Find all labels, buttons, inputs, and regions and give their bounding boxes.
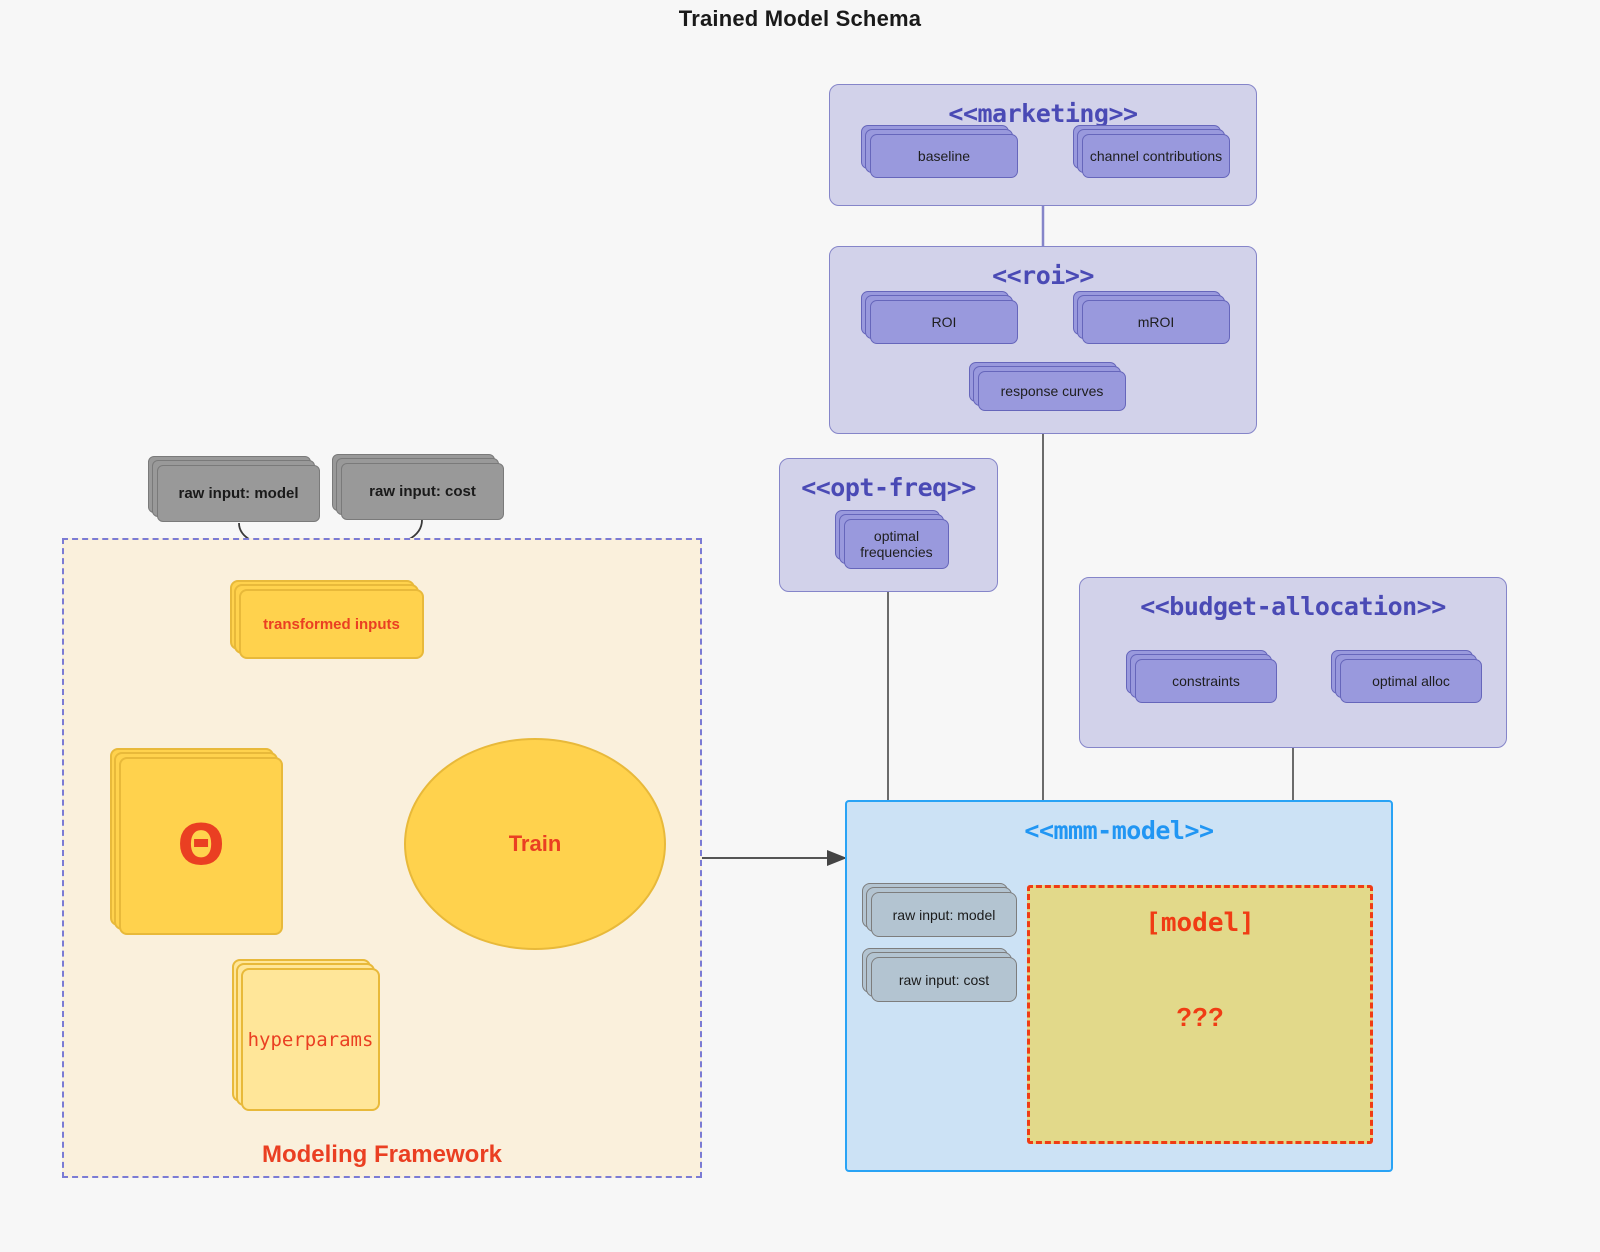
model-placeholder-unknown: ???	[1176, 1002, 1224, 1032]
node-label: optimal alloc	[1372, 672, 1450, 689]
node-front: channel contributions	[1082, 134, 1230, 178]
node-front: raw input: cost	[341, 463, 504, 520]
node-label: channel contributions	[1089, 147, 1223, 164]
node-front: raw input: cost	[871, 957, 1017, 1002]
node-hyperparams[interactable]: hyperparams	[232, 959, 380, 1111]
package-budget-allocation-title: <<budget-allocation>>	[1140, 592, 1446, 621]
node-front: raw input: model	[157, 465, 320, 522]
node-label: raw input: model	[892, 906, 996, 923]
node-channel-contributions[interactable]: channel contributions	[1073, 125, 1230, 178]
node-label: mROI	[1137, 313, 1175, 330]
package-opt-freq-title: <<opt-freq>>	[801, 473, 976, 502]
package-roi[interactable]: <<roi>> ROI mROI response curves	[829, 246, 1257, 434]
node-label: optimal frequencies	[860, 527, 933, 560]
node-front: hyperparams	[241, 968, 380, 1111]
node-front: response curves	[978, 371, 1126, 411]
node-raw-input-model[interactable]: raw input: model	[148, 456, 320, 522]
node-constraints[interactable]: constraints	[1126, 650, 1277, 703]
node-theta[interactable]: Θ	[110, 748, 283, 935]
node-raw-input-cost[interactable]: raw input: cost	[332, 454, 504, 520]
node-front: transformed inputs	[239, 589, 424, 659]
node-front: optimal frequencies	[844, 519, 949, 569]
package-roi-title: <<roi>>	[992, 261, 1094, 290]
modeling-framework-label: Modeling Framework	[261, 1141, 503, 1168]
node-front: constraints	[1135, 659, 1277, 703]
node-front: Θ	[119, 757, 283, 935]
node-front: mROI	[1082, 300, 1230, 344]
node-mmm-raw-input-model[interactable]: raw input: model	[862, 883, 1017, 937]
node-mroi[interactable]: mROI	[1073, 291, 1230, 344]
node-label: transformed inputs	[263, 615, 400, 633]
node-label: baseline	[917, 147, 971, 164]
package-mmm-model[interactable]: <<mmm-model>> raw input: model raw input…	[845, 800, 1393, 1172]
node-label: constraints	[1172, 672, 1240, 689]
package-marketing-title: <<marketing>>	[948, 99, 1138, 128]
package-budget-allocation[interactable]: <<budget-allocation>> constraints optima…	[1079, 577, 1507, 748]
package-mmm-model-title: <<mmm-model>>	[1024, 816, 1214, 845]
node-front: raw input: model	[871, 892, 1017, 937]
model-placeholder-box[interactable]: [model] ???	[1027, 885, 1373, 1144]
node-mmm-raw-input-cost[interactable]: raw input: cost	[862, 948, 1017, 1002]
node-front: baseline	[870, 134, 1018, 178]
node-response-curves[interactable]: response curves	[969, 362, 1126, 411]
package-opt-freq[interactable]: <<opt-freq>> optimal frequencies	[779, 458, 998, 592]
model-placeholder-title: [model]	[1145, 908, 1255, 938]
node-label: ROI	[931, 313, 957, 330]
node-label: raw input: cost	[369, 483, 476, 500]
node-label: raw input: cost	[898, 971, 990, 988]
node-train[interactable]: Train	[404, 738, 666, 950]
package-marketing[interactable]: <<marketing>> baseline channel contribut…	[829, 84, 1257, 206]
node-roi[interactable]: ROI	[861, 291, 1018, 344]
node-label: raw input: model	[178, 485, 299, 502]
node-label: hyperparams	[247, 1028, 374, 1051]
page-title: Trained Model Schema	[678, 6, 922, 31]
node-transformed-inputs[interactable]: transformed inputs	[230, 580, 424, 659]
node-label: Train	[508, 831, 562, 856]
node-baseline[interactable]: baseline	[861, 125, 1018, 178]
node-optimal-frequencies[interactable]: optimal frequencies	[835, 510, 949, 569]
node-optimal-alloc[interactable]: optimal alloc	[1331, 650, 1482, 703]
node-label: response curves	[1000, 382, 1104, 399]
theta-glyph: Θ	[177, 813, 225, 878]
node-front: optimal alloc	[1340, 659, 1482, 703]
node-front: ROI	[870, 300, 1018, 344]
